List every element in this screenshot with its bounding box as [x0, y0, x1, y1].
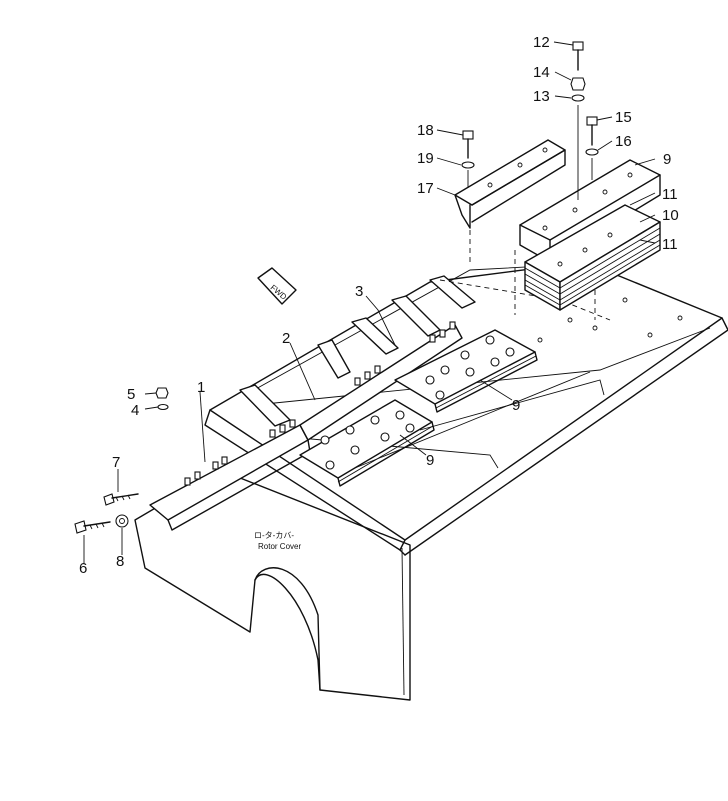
washer-13 — [571, 94, 585, 200]
bolt-7 — [103, 493, 139, 506]
label-14: 14 — [533, 64, 550, 81]
bolt-12 — [572, 41, 584, 71]
label-7: 7 — [112, 454, 120, 471]
label-11-bottom: 11 — [662, 236, 678, 253]
shim-stack-front — [299, 399, 435, 487]
label-8: 8 — [116, 553, 124, 570]
label-12: 12 — [533, 34, 550, 51]
label-1: 1 — [197, 379, 205, 396]
fwd-sign: FWD — [257, 267, 297, 305]
label-10: 10 — [662, 207, 679, 224]
washer-16 — [585, 148, 599, 180]
washer-8 — [115, 514, 129, 528]
nut-14 — [570, 77, 586, 91]
rotor-cover-caption-en: Rotor Cover — [258, 542, 301, 551]
label-5: 5 — [127, 386, 135, 403]
label-6: 6 — [79, 560, 87, 577]
beam-2 — [299, 321, 463, 441]
label-9-low: 9 — [426, 452, 434, 469]
label-9-top: 9 — [663, 151, 671, 168]
label-4: 4 — [131, 402, 139, 419]
label-3: 3 — [355, 283, 363, 300]
bolt-6 — [74, 520, 111, 534]
label-18: 18 — [417, 122, 434, 139]
label-13: 13 — [533, 88, 550, 105]
nut-5 — [155, 387, 169, 399]
label-2: 2 — [282, 330, 290, 347]
label-17: 17 — [417, 180, 434, 197]
washer-4 — [157, 403, 169, 411]
label-9-mid: 9 — [512, 397, 520, 414]
shim-stack-rear — [394, 329, 538, 413]
rotor-cover-panel — [134, 469, 411, 701]
washer-19 — [461, 161, 475, 188]
exploded-shims-10-11 — [524, 204, 661, 311]
rotor-cover-caption-jp: ロ-タ-カバ- — [254, 531, 294, 540]
leader-lines — [83, 41, 656, 563]
exploded-plate-17 — [454, 139, 566, 229]
bolt-15 — [586, 116, 598, 146]
label-15: 15 — [615, 109, 632, 126]
label-16: 16 — [615, 133, 632, 150]
label-11-top: 11 — [662, 186, 678, 203]
bolt-18 — [462, 130, 474, 159]
label-19: 19 — [417, 150, 434, 167]
